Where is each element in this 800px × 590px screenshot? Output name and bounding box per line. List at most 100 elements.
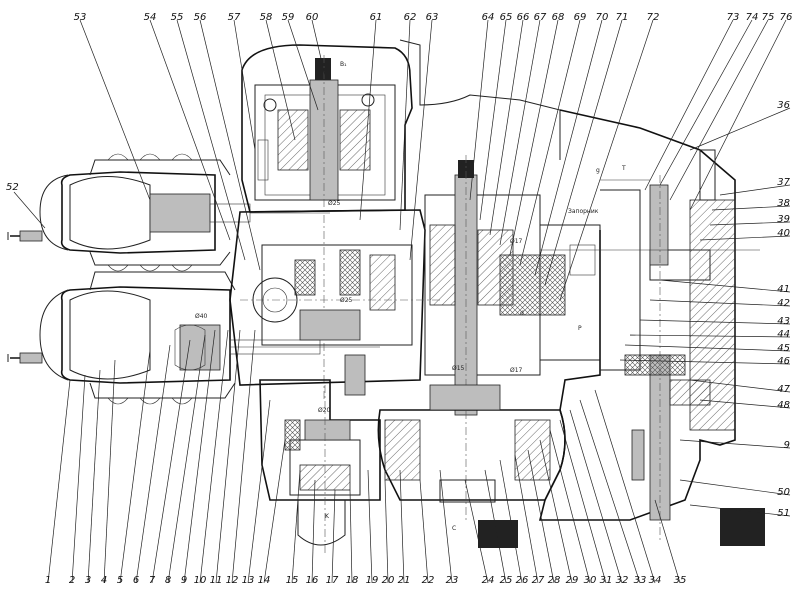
- callout-1: 1: [45, 379, 71, 586]
- note-C: C: [452, 525, 456, 532]
- leader-line: [719, 184, 791, 196]
- callout-22: 22: [419, 479, 434, 586]
- leader-line: [384, 479, 389, 584]
- leader-line: [649, 299, 791, 307]
- spark-plug-lower: [7, 352, 43, 364]
- leader-line: [654, 499, 681, 584]
- callout-76: 76: [689, 12, 792, 211]
- callout-6: 6: [133, 344, 171, 586]
- callout-label: 25: [500, 575, 513, 586]
- callout-label: 74: [746, 12, 759, 23]
- callout-31: 31: [559, 419, 612, 586]
- leader-line: [149, 19, 231, 241]
- note-phi17b: Ø17: [510, 367, 523, 374]
- leader-line: [265, 19, 296, 141]
- leader-line: [399, 19, 411, 231]
- callout-label: 46: [777, 356, 790, 367]
- leader-line: [87, 369, 101, 584]
- callout-label: 35: [674, 575, 687, 586]
- callout-54: 54: [144, 12, 231, 241]
- leader-line: [689, 379, 791, 393]
- callout-label: 50: [777, 487, 790, 498]
- callout-55: 55: [171, 12, 246, 261]
- note-phi20: Ø20: [318, 407, 331, 414]
- leader-line: [659, 279, 791, 293]
- callout-label: 7: [149, 575, 156, 586]
- leader-line: [13, 191, 46, 229]
- leader-line: [79, 19, 151, 201]
- callout-label: 61: [370, 12, 383, 23]
- callout-label: 14: [258, 575, 271, 586]
- leader-line: [311, 19, 327, 81]
- callout-label: 48: [777, 400, 790, 411]
- callout-label: 56: [194, 12, 207, 23]
- callout-63: 63: [409, 12, 438, 261]
- leader-line: [231, 329, 256, 584]
- callout-30: 30: [549, 429, 596, 586]
- callout-label: 58: [260, 12, 273, 23]
- callout-label: 71: [616, 12, 629, 23]
- callout-66: 66: [489, 12, 529, 236]
- callout-56: 56: [194, 12, 261, 271]
- leader-line: [71, 374, 86, 584]
- leader-line: [679, 439, 791, 449]
- leader-line: [569, 409, 623, 584]
- callout-label: 38: [777, 198, 790, 209]
- leader-line: [119, 349, 151, 584]
- callout-label: 75: [762, 12, 775, 23]
- leader-line: [559, 419, 607, 584]
- note-g: g: [596, 167, 600, 174]
- leader-line: [464, 479, 489, 584]
- callout-7: 7: [149, 339, 191, 586]
- callout-label: 21: [398, 575, 411, 586]
- callout-59: 59: [282, 12, 319, 111]
- leader-line: [233, 19, 256, 151]
- callout-18: 18: [346, 489, 359, 586]
- callout-label: 12: [226, 575, 239, 586]
- callout-label: 57: [228, 12, 241, 23]
- callout-19: 19: [366, 469, 379, 586]
- callout-23: 23: [439, 469, 459, 586]
- leader-line: [489, 19, 524, 236]
- callout-60: 60: [306, 12, 327, 81]
- callout-label: 1: [45, 575, 51, 586]
- callout-45: 45: [624, 343, 791, 354]
- generator-housing: [241, 44, 413, 400]
- note-P: P: [578, 325, 582, 332]
- callout-label: 34: [649, 575, 662, 586]
- note-phi17: Ø17: [510, 238, 523, 245]
- leader-line: [689, 107, 791, 151]
- callout-label: 23: [446, 575, 459, 586]
- callout-label: 17: [326, 575, 339, 586]
- leader-line: [499, 19, 541, 246]
- leader-line: [709, 221, 791, 226]
- leader-line: [247, 399, 271, 584]
- leader-line: [287, 19, 319, 111]
- callout-26: 26: [499, 459, 528, 586]
- callout-label: 72: [647, 12, 660, 23]
- callout-5: 5: [117, 349, 151, 586]
- note-phi25-mid: Ø25: [340, 297, 353, 304]
- callout-25: 25: [484, 469, 513, 586]
- callout-label: 18: [346, 575, 359, 586]
- leader-line: [151, 339, 191, 584]
- note-phi25-top: Ø25: [328, 200, 341, 207]
- callout-9: 9: [679, 439, 791, 451]
- note-b1: В₁: [340, 61, 347, 68]
- callout-label: 73: [727, 12, 740, 23]
- callout-label: 59: [282, 12, 295, 23]
- callout-73: 73: [644, 12, 740, 191]
- leader-line: [419, 479, 429, 584]
- leader-line: [509, 19, 559, 256]
- leader-line: [514, 454, 539, 584]
- leader-line: [291, 469, 301, 584]
- note-zapornik: Запорник: [568, 208, 599, 215]
- callout-label: 68: [552, 12, 565, 23]
- callout-44: 44: [629, 329, 791, 340]
- callout-53: 53: [74, 12, 151, 201]
- callout-label: 67: [534, 12, 547, 23]
- leader-line: [359, 19, 377, 221]
- callout-label: 19: [366, 575, 379, 586]
- callout-24: 24: [464, 479, 494, 586]
